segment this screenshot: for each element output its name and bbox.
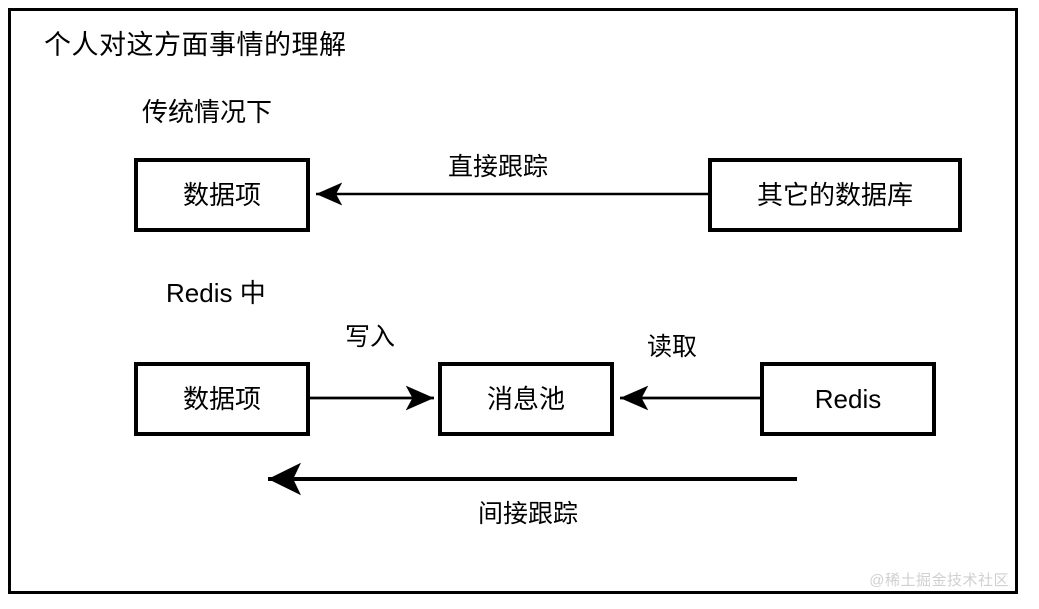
edge-label-write: 写入 [345,323,396,351]
section-label-redis: Redis 中 [166,278,266,308]
watermark: @稀土掘金技术社区 [869,572,1009,589]
section-label-traditional: 传统情况下 [142,97,273,127]
page-title: 个人对这方面事情的理解 [44,30,347,60]
node-redis[interactable]: Redis [760,362,936,436]
edge-label-read: 读取 [647,333,698,361]
node-other-database[interactable]: 其它的数据库 [708,158,962,232]
node-data-item-1[interactable]: 数据项 [134,158,310,232]
node-message-pool[interactable]: 消息池 [438,362,614,436]
node-data-item-2[interactable]: 数据项 [134,362,310,436]
diagram-frame [8,8,1018,594]
edge-label-direct-track: 直接跟踪 [448,153,549,181]
edge-label-indirect-track: 间接跟踪 [478,500,579,528]
